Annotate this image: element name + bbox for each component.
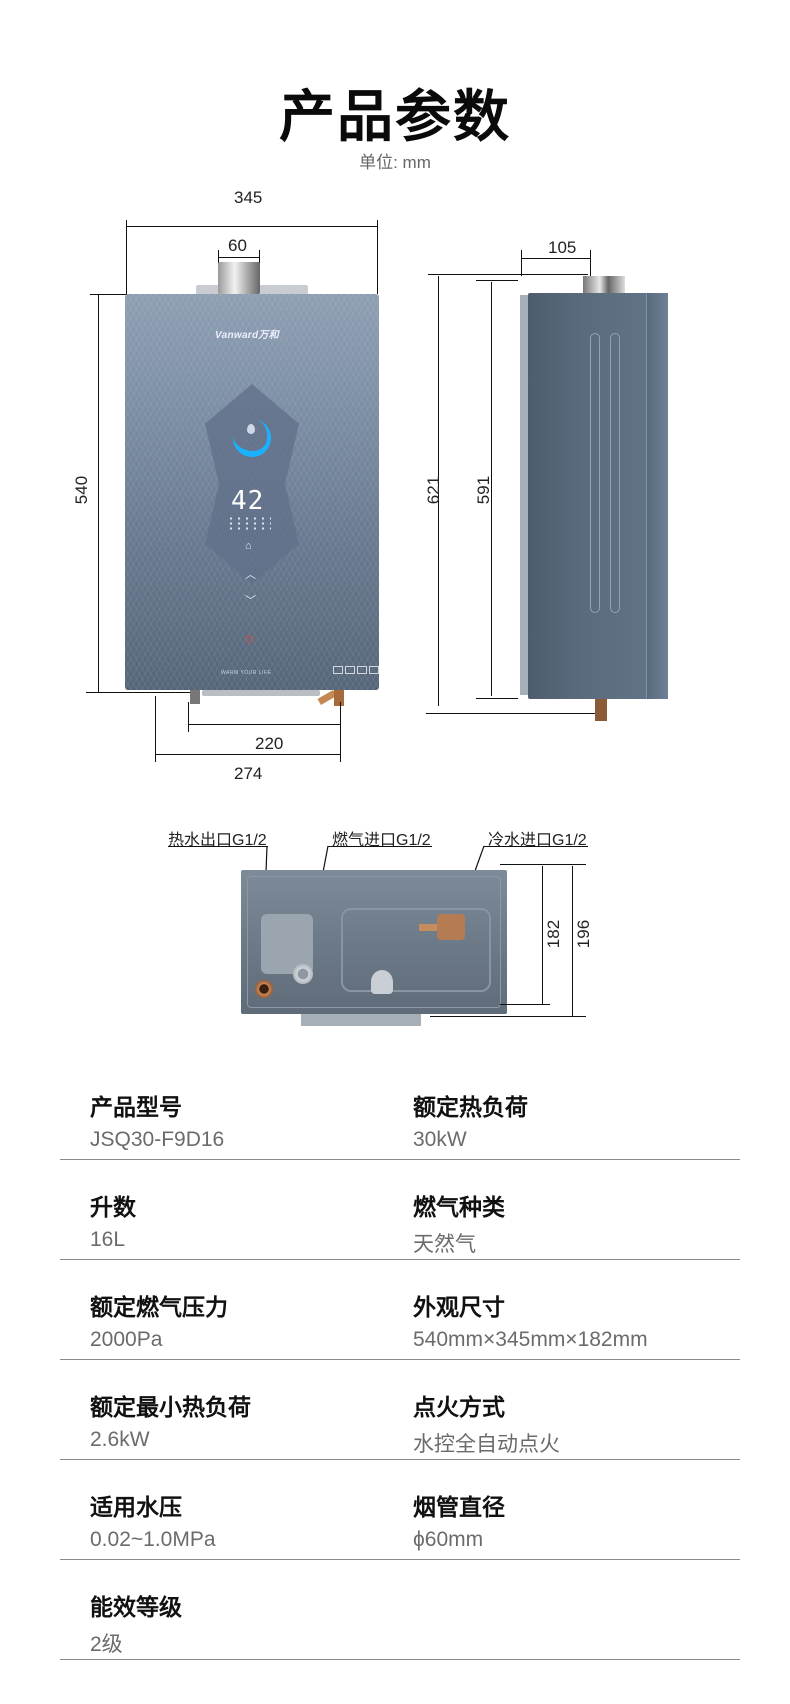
spec-label-energy-grade: 能效等级	[90, 1595, 182, 1621]
heater-side-panel	[528, 293, 668, 699]
spec-value-gas-type: 天然气	[413, 1233, 476, 1256]
dim-spacing-220: 220	[255, 734, 284, 753]
dim-line-274	[155, 754, 340, 756]
indicator-dots	[227, 516, 271, 530]
spec-row: 适用水压 0.02~1.0MPa 烟管直径 ϕ60mm	[60, 1460, 740, 1560]
certification-badges	[333, 666, 379, 674]
dim-ext-line	[155, 696, 157, 762]
gas-inlet-fitting	[293, 964, 313, 984]
dim-line-width	[126, 226, 378, 228]
mounting-bracket	[520, 295, 530, 695]
spec-label-min-heat-load: 额定最小热负荷	[90, 1395, 251, 1421]
dim-line-196	[572, 866, 574, 1016]
spec-value-ignition: 水控全自动点火	[413, 1433, 560, 1456]
dim-line-621	[438, 276, 440, 706]
spec-value-model: JSQ30-F9D16	[90, 1128, 225, 1151]
dim-flue-offset-105: 105	[548, 238, 577, 257]
dim-ext-line	[476, 280, 518, 282]
side-water-pipe	[595, 699, 607, 721]
heater-front-panel: Vanward万和 42 ⌂ ︿ ﹀ ⏻ WARM YOUR LIFE	[125, 294, 379, 690]
spec-label-water-pressure: 适用水压	[90, 1495, 182, 1521]
port-label-hot-water-outlet: 热水出口G1/2	[168, 832, 267, 849]
spec-label-gas-pressure: 额定燃气压力	[90, 1295, 228, 1321]
water-drop-icon	[247, 424, 255, 434]
dim-ext-line	[188, 702, 190, 732]
side-flue-pipe	[583, 276, 625, 294]
dim-ext-line	[426, 713, 596, 715]
dim-ext-line	[90, 294, 130, 296]
chevron-up-icon: ︿	[245, 569, 256, 581]
dim-line-flue	[218, 257, 260, 259]
spec-label-rated-heat-load: 额定热负荷	[413, 1095, 528, 1121]
dim-ext-line	[428, 274, 588, 276]
dim-width-345: 345	[234, 188, 263, 207]
spec-row: 额定最小热负荷 2.6kW 点火方式水控全自动点火	[60, 1360, 740, 1460]
spec-label-ignition: 点火方式	[413, 1395, 505, 1421]
dim-ext-line	[340, 702, 342, 762]
spec-value-water-pressure: 0.02~1.0MPa	[90, 1528, 216, 1551]
spec-value-min-heat-load: 2.6kW	[90, 1428, 150, 1451]
dim-line-105	[521, 258, 591, 260]
bottom-bracket	[202, 690, 320, 696]
spec-value-rated-heat-load: 30kW	[413, 1128, 467, 1151]
dim-ext-line	[521, 250, 523, 276]
spec-label-gas-type: 燃气种类	[413, 1195, 505, 1221]
spec-label-flue-diameter: 烟管直径	[413, 1495, 505, 1521]
spec-row: 能效等级 2级	[60, 1560, 740, 1660]
dim-flue-60: 60	[228, 236, 247, 255]
spec-value-dimensions: 540mm×345mm×182mm	[413, 1328, 648, 1351]
unit-label: 单位: mm	[359, 153, 431, 172]
spec-row: 产品型号 JSQ30-F9D16 额定热负荷 30kW	[60, 1060, 740, 1160]
dim-ext-line	[126, 220, 128, 294]
dim-line-height	[98, 294, 100, 692]
panel-slogan: WARM YOUR LIFE	[221, 670, 272, 676]
dim-line-591	[491, 282, 493, 696]
dim-ext-line	[86, 692, 196, 694]
dim-depth-196: 196	[574, 919, 594, 949]
page-title: 产品参数	[279, 85, 511, 150]
heater-bottom-plate	[241, 870, 507, 1026]
dim-ext-line	[590, 250, 592, 276]
spec-row: 升数 16L 燃气种类天然气	[60, 1160, 740, 1260]
spec-label-model: 产品型号	[90, 1095, 182, 1121]
dim-ext-line	[476, 698, 518, 700]
cold-water-inlet-fitting	[437, 914, 465, 940]
flue-pipe	[218, 262, 260, 294]
mode-icon: ⌂	[245, 540, 252, 552]
dim-line-182	[542, 866, 544, 1004]
spec-label-capacity: 升数	[90, 1195, 136, 1221]
spec-value-gas-pressure: 2000Pa	[90, 1328, 163, 1351]
chevron-down-icon: ﹀	[245, 595, 256, 607]
port-label-cold-water-inlet: 冷水进口G1/2	[488, 832, 587, 849]
brand-logo: Vanward万和	[215, 330, 280, 341]
port-label-gas-inlet: 燃气进口G1/2	[332, 832, 431, 849]
hot-water-outlet-fitting	[255, 980, 273, 998]
gas-fitting	[190, 690, 200, 704]
spec-value-capacity: 16L	[90, 1228, 126, 1251]
power-icon: ⏻	[245, 634, 254, 646]
water-inlet-pipe	[334, 690, 344, 706]
spec-value-energy-grade: 2级	[90, 1633, 123, 1656]
dim-line-220	[188, 724, 340, 726]
spec-row: 额定燃气压力 2000Pa 外观尺寸 540mm×345mm×182mm	[60, 1260, 740, 1360]
dim-ext-line	[377, 220, 379, 294]
temperature-display: 42	[231, 486, 265, 516]
spec-label-dimensions: 外观尺寸	[413, 1295, 505, 1321]
dim-depth-182: 182	[544, 919, 564, 949]
spec-value-flue-diameter: ϕ60mm	[413, 1528, 484, 1551]
dim-spacing-274: 274	[234, 764, 263, 783]
